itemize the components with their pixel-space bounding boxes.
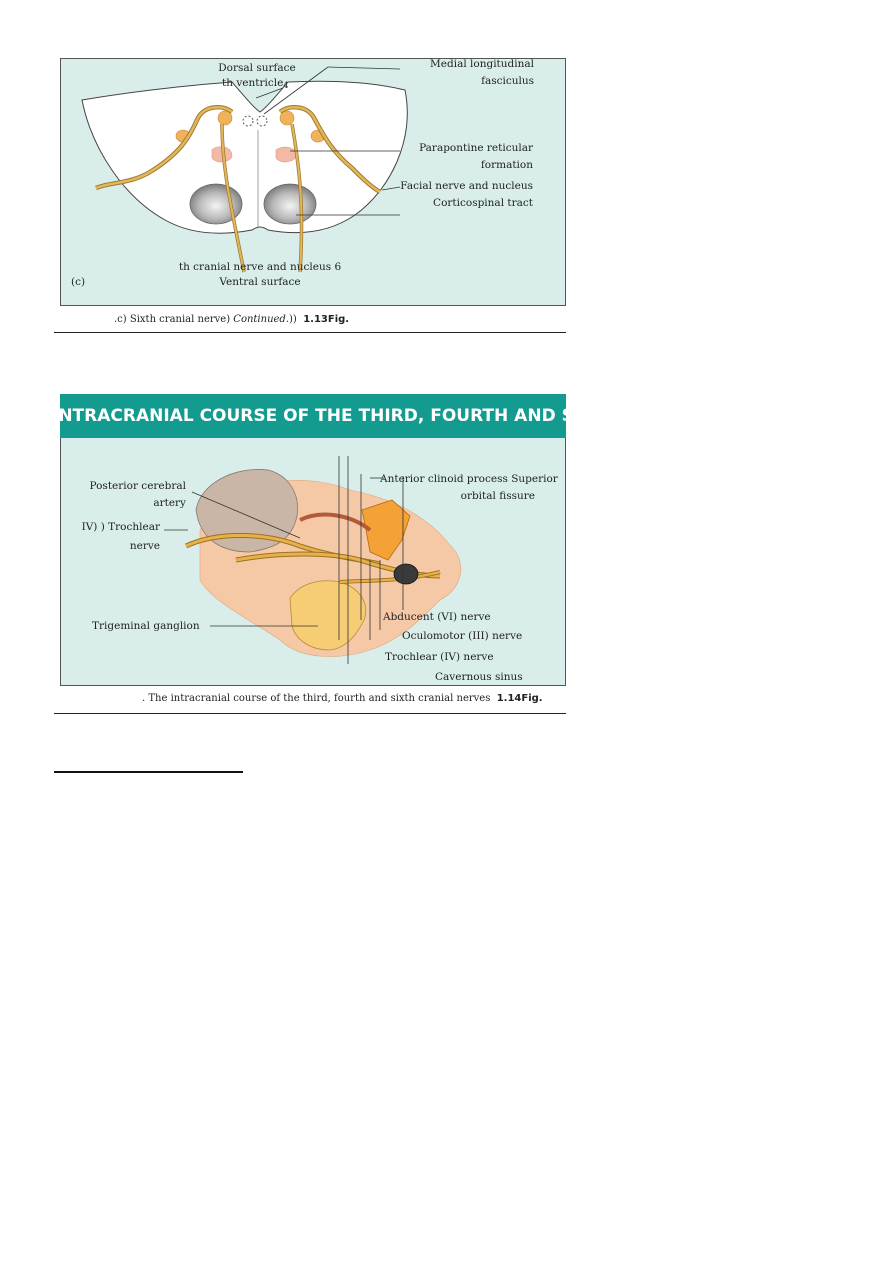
abducens-nucleus-right [279,110,295,126]
figure-number: 1.14Fig. [496,693,543,704]
trochlear-left-label-1: IV) ) Trochlear [81,521,160,533]
panel-tag-c: (c) [71,276,86,288]
trigeminal-ganglion-label: Trigeminal ganglion [92,620,200,632]
trochlear-left-label-2: nerve [129,540,160,552]
oculomotor-nerve-label: Oculomotor (III) nerve [402,630,523,642]
abducent-nerve-label: Abducent (VI) nerve [383,611,491,623]
medial-longitudinal-label-1: Medial longitudinal [430,58,534,70]
posterior-cerebral-label-1: Posterior cerebral [89,480,186,492]
medial-longitudinal-label-2: fasciculus [481,75,534,87]
caption-close: )) [289,314,297,325]
leader-ventricle [255,87,284,99]
artery-path [299,512,372,532]
fourth-ventricle-number: 4 [283,81,289,90]
dorsal-surface-label: Dorsal surface [218,62,296,74]
ventral-surface-label: Ventral surface [219,276,301,288]
sixth-cranial-nerve-label: th cranial nerve and nucleus 6 [178,261,342,273]
cavernous-sinus-knot [393,563,419,585]
figure-1-13-caption: .c) Sixth cranial nerve) Continued.)) 1.… [114,314,349,325]
trigeminal-ganglion [289,580,366,651]
anterior-clinoid-label-2: orbital fissure [460,490,535,502]
cavernous-sinus-label: Cavernous sinus [435,671,523,683]
facial-nerve-label: Facial nerve and nucleus [400,180,533,192]
parapontine-label-2: formation [480,159,533,171]
figure-1-13-rule [54,332,566,333]
figure-1-14-rule [54,713,566,714]
abducens-nerve-left-core [221,123,245,273]
anterior-clinoid-process [361,499,411,561]
leader-facial [381,186,401,191]
intracranial-course-illustration [164,456,462,664]
facial-nerve-right-core [279,105,381,194]
leader-mlf [263,66,329,115]
pons-outline [81,80,408,234]
leader-posterior-cerebral [191,491,301,539]
fourth-ventricle-label: th ventricle4 [222,77,288,90]
facial-nerve-left-core [95,105,233,190]
caption-text: . The intracranial course of the third, … [142,693,494,704]
brain-mass [195,469,299,553]
figure-1-14-caption: . The intracranial course of the third, … [142,693,543,704]
fourth-ventricle-text: th ventricle [222,77,284,89]
caption-italic: Continued. [233,314,290,325]
posterior-cerebral-label-2: artery [153,497,186,509]
caption-text: .c) Sixth cranial nerve) [114,314,234,325]
trochlear-iv-nerve-label: Trochlear (IV) nerve [385,651,494,663]
parapontine-label-1: Parapontine reticular [419,142,533,154]
banner-title: INTRACRANIAL COURSE OF THE THIRD, FOURTH… [60,406,566,426]
figure-1-14-banner: INTRACRANIAL COURSE OF THE THIRD, FOURTH… [60,394,566,438]
corticospinal-label: Corticospinal tract [433,197,533,209]
figure-number: 1.13Fig. [303,314,350,325]
section-underline [54,771,243,773]
mlf-left [242,115,254,127]
anterior-clinoid-label-1: Anterior clinoid process Superior [380,473,558,485]
abducens-nerve-right-core [291,123,303,273]
mlf-right [256,115,268,127]
abducens-nucleus-left [217,110,233,126]
pons-cross-section-illustration [81,66,408,273]
